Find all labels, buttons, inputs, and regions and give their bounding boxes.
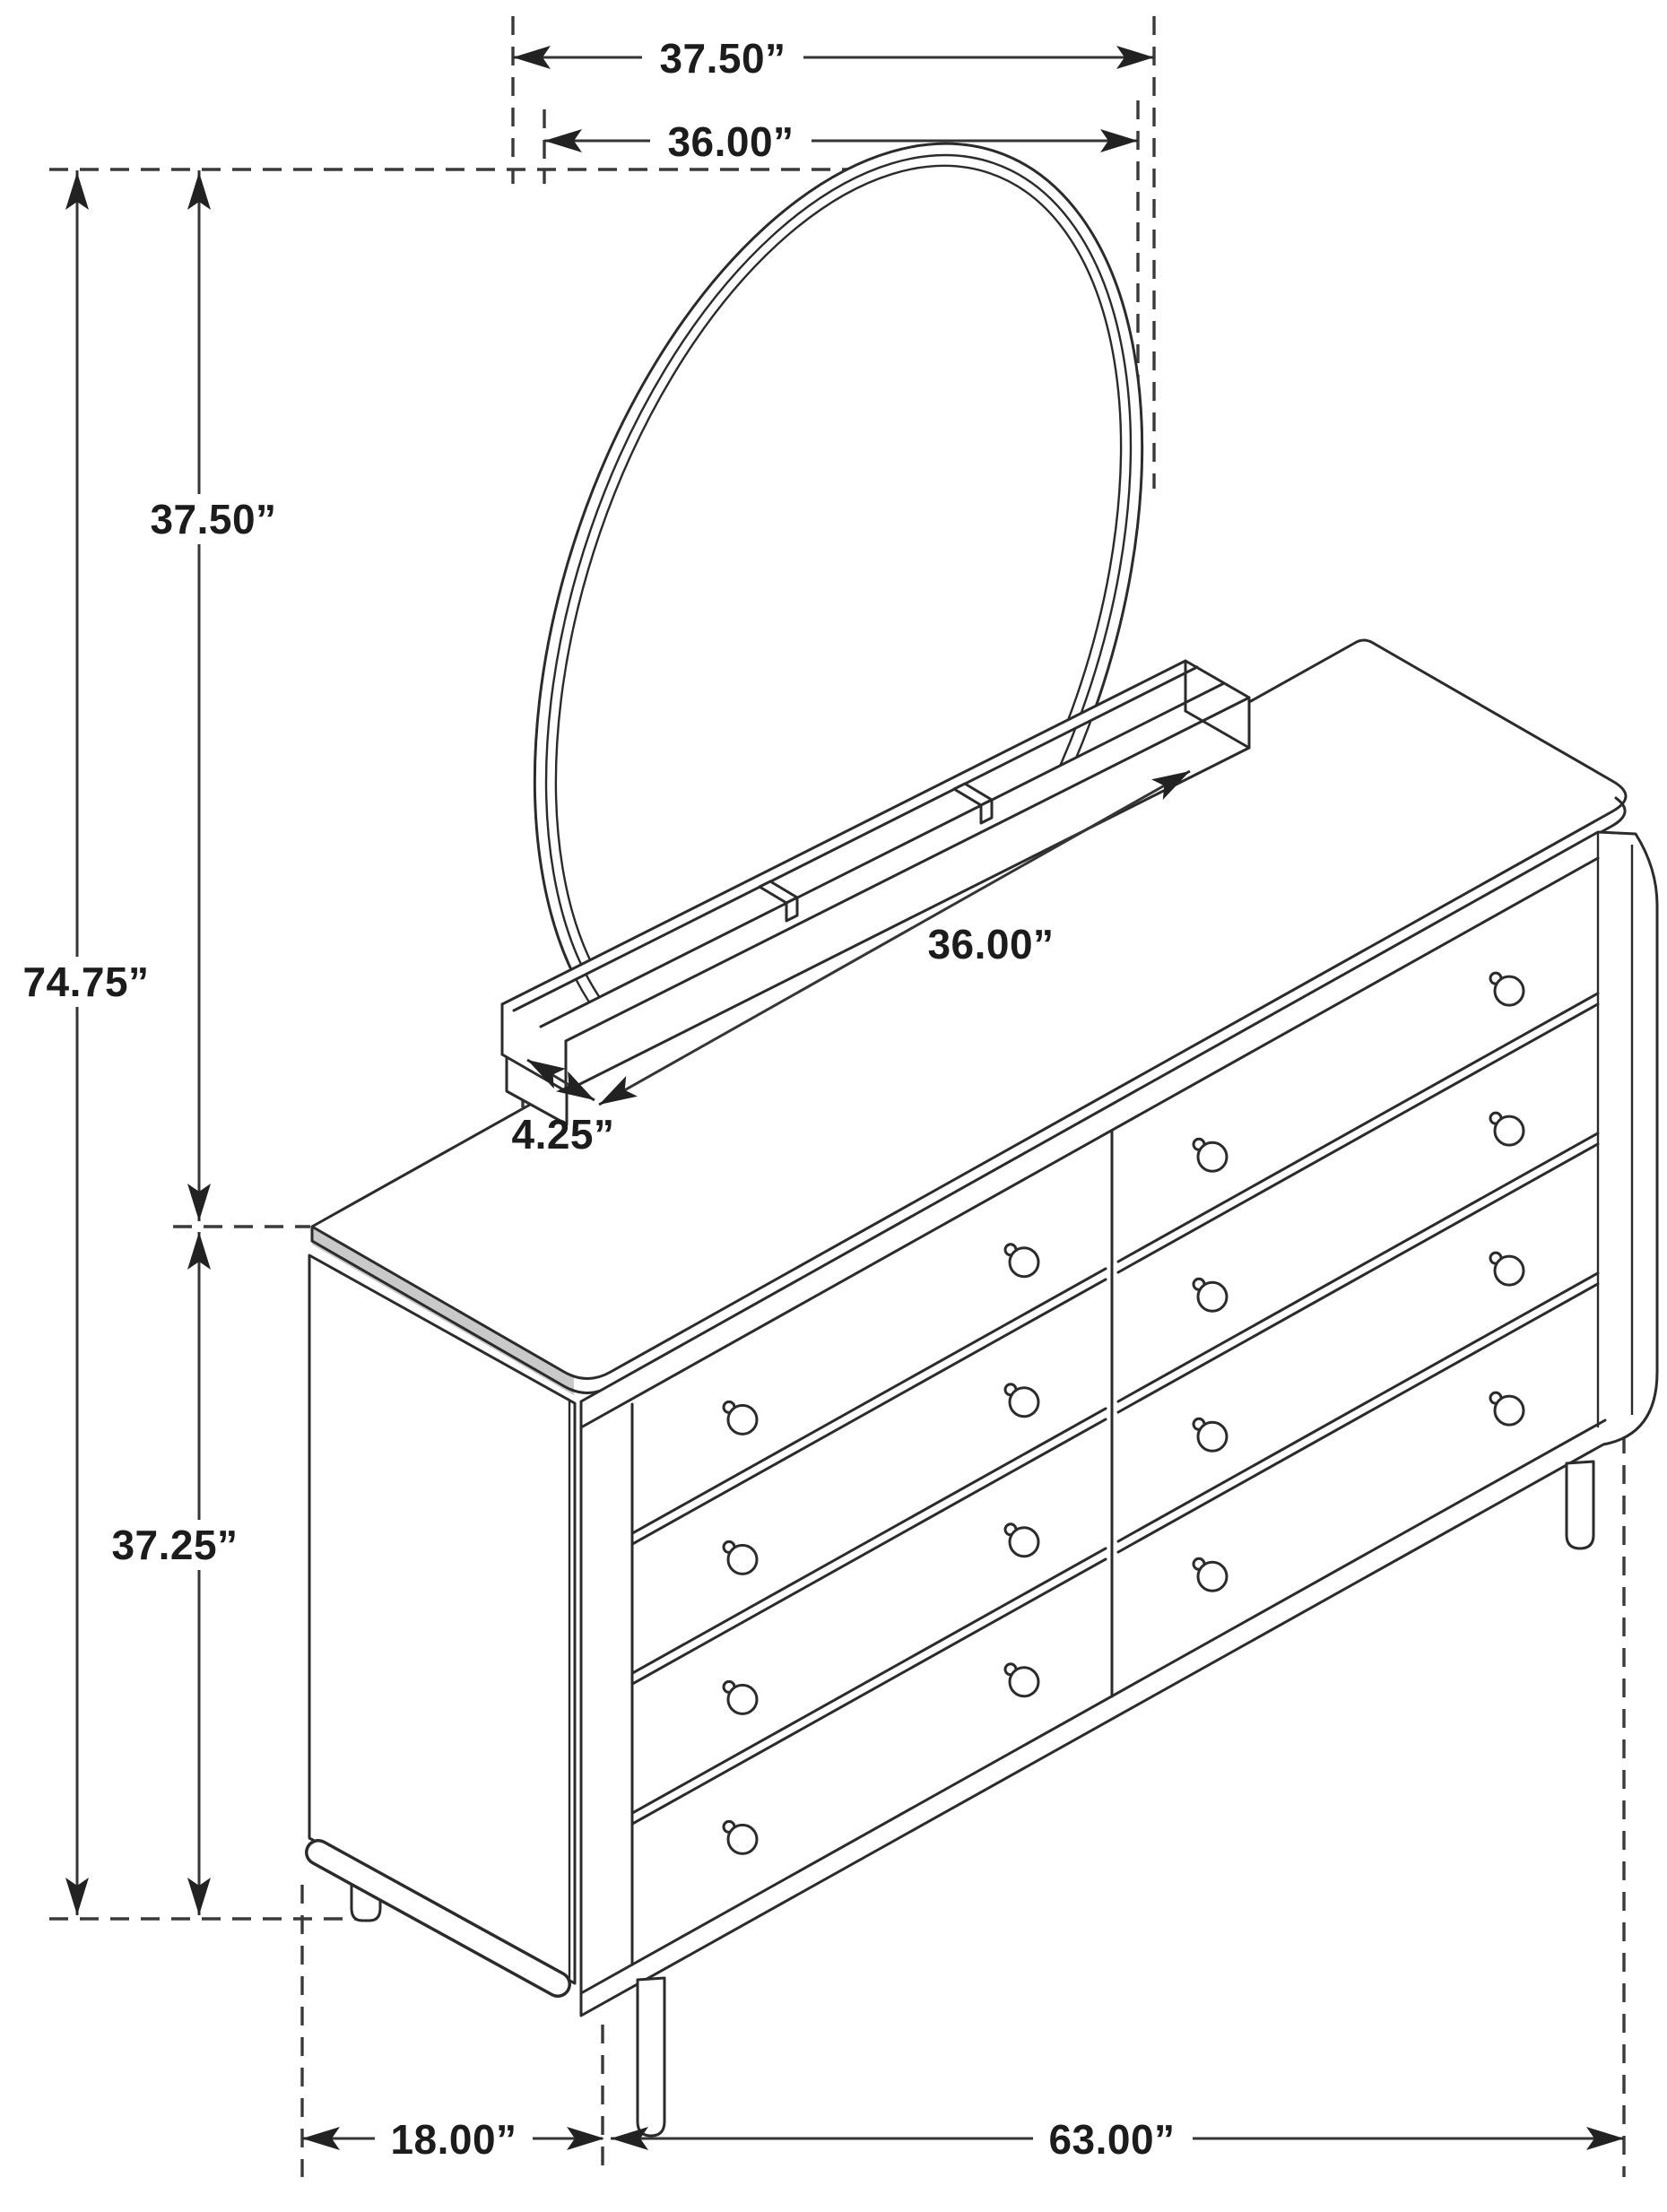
arrowhead [527,1060,566,1089]
rail-depth-label: 4.25” [511,1111,614,1158]
front-right-leg [1565,1460,1595,1550]
drawer-knob [1003,1662,1040,1698]
drawer-separator [630,1407,1107,1675]
arrowhead [187,1184,211,1221]
drawer-separator [630,1557,1107,1826]
mirror-width-label: 36.00” [667,118,794,165]
drawer-knob [1489,1251,1525,1287]
drawer-knob [1489,1111,1525,1147]
overall-height-label: 74.75” [22,959,149,1005]
dresser-front [579,830,1659,2017]
arrowhead [65,1878,89,1915]
drawer-separator [630,1547,1107,1815]
drawer-knob [1192,1417,1229,1453]
drawer-knob [1003,1383,1040,1418]
overall-width-label: 37.50” [659,35,786,82]
rail-right-end-bottom [1184,709,1251,750]
arrowhead [556,1071,595,1100]
arrowhead [65,172,89,210]
arrowhead [513,46,551,69]
arrowhead [187,172,211,210]
drawer-knob [722,1819,759,1855]
drawer-separator [630,1267,1107,1535]
dresser-top [310,638,1628,1395]
side-bottom-rail [308,1842,569,1995]
dresser-width-label: 63.00” [1048,2116,1175,2163]
front-left-leg [636,1976,666,2138]
front-bottom-rail [579,1418,1607,1995]
drawer-knobs [722,971,1525,1855]
label-backgrounds [7,33,1193,2164]
front-face [579,830,1659,2017]
drawer-knob [1003,1522,1040,1558]
drawer-knob [1003,1243,1040,1279]
front-top-trim [579,856,1600,1429]
rail-front-wall-outer [564,696,1251,1043]
drawer-separator [1116,1282,1600,1554]
arrowhead [567,2127,604,2150]
dresser-depth-label: 18.00” [390,2116,517,2163]
side-panel-face [308,1253,577,1985]
drawer-separator [1116,1132,1600,1403]
arrowhead [1116,46,1154,69]
drawer-separator [1116,1271,1600,1543]
dimension-labels: 37.50” 36.00” 37.50” 74.75” 37.25” 36.00… [22,35,1175,2163]
dimension-arrowheads [65,46,1624,2150]
arrowhead [544,129,582,152]
arrowhead [187,1232,211,1270]
rail-dividers [758,782,994,923]
drawer-grid [630,992,1600,1826]
arrowhead [611,2127,648,2150]
drawer-knob [1489,1391,1525,1427]
drawer-knob [722,1400,759,1436]
drawer-knob [1192,1277,1229,1313]
drawer-separator [1116,1002,1600,1274]
drawer-knob [1192,1137,1229,1173]
drawer-knob [1489,971,1525,1007]
drawer-separator [630,1278,1107,1546]
arrowhead [302,2127,340,2150]
top-face [310,638,1628,1380]
rail-back-wall-top [512,665,1199,1012]
mirror-height-label: 37.50” [150,496,276,542]
drawer-knob [722,1679,759,1715]
arrowhead [1151,771,1190,800]
arrowhead [1586,2127,1624,2150]
drawer-separator [1116,992,1600,1263]
arrowhead [599,1076,638,1105]
drawer-knob [722,1540,759,1575]
dresser-height-label: 37.25” [111,1522,238,1568]
dresser [305,638,1659,2138]
arrowhead [1100,129,1138,152]
rail-length-label: 36.00” [927,921,1054,967]
drawer-knob [1192,1557,1229,1592]
drawer-separator [1116,1142,1600,1414]
rail-front-wall-inner [539,681,1226,1028]
drawer-separator [630,1418,1107,1686]
dresser-side-panel [305,1253,577,1998]
arrowhead [187,1878,211,1915]
